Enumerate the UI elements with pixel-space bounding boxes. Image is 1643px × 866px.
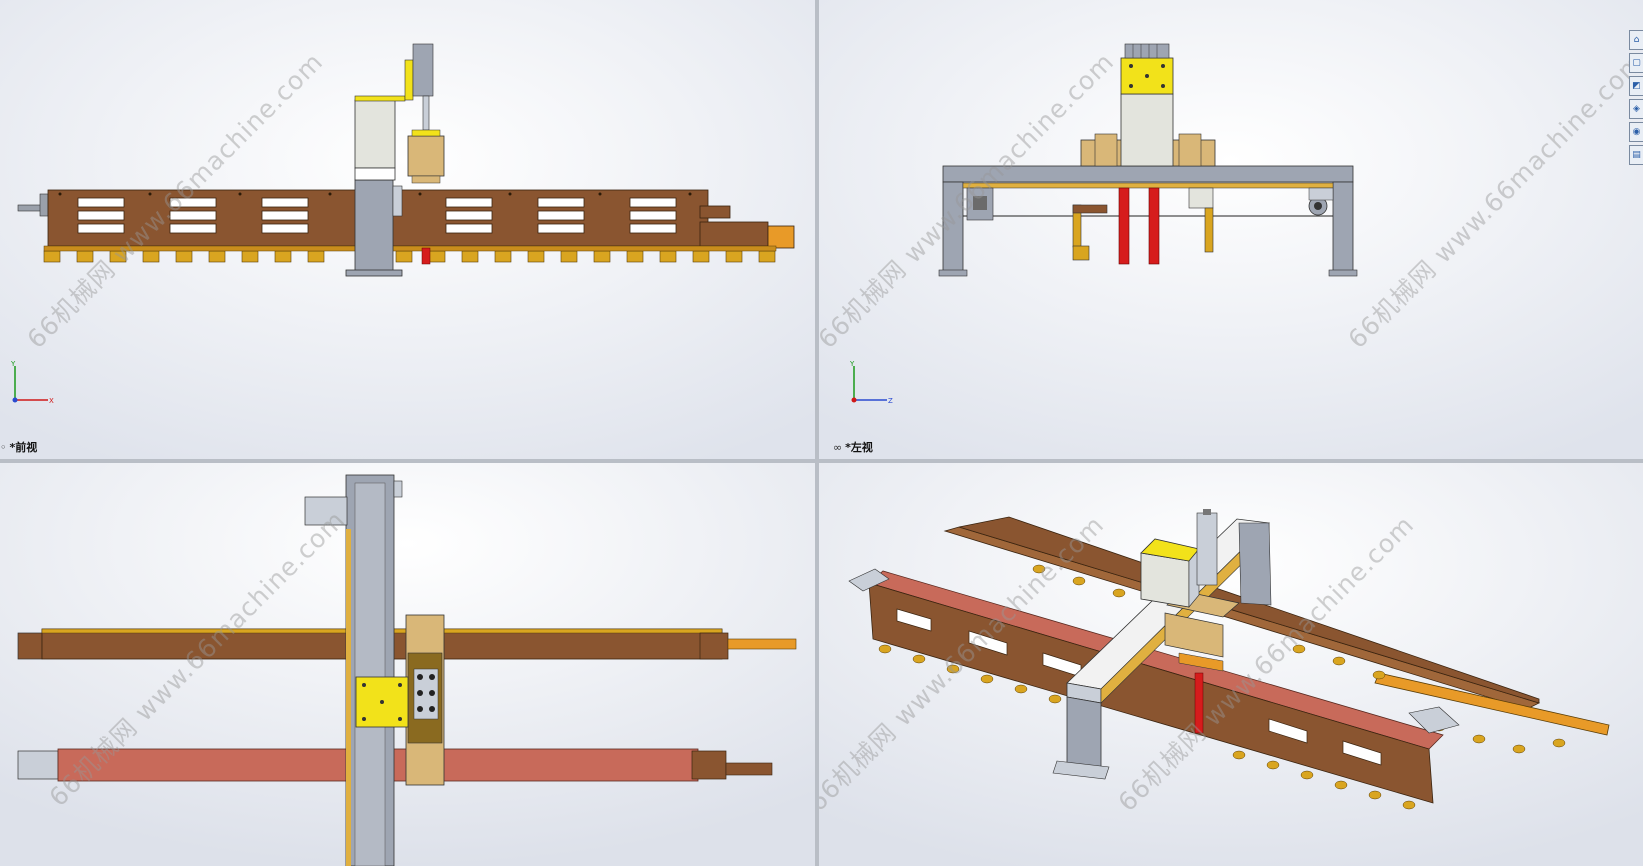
axis-label-y: Y bbox=[10, 360, 16, 368]
left-view-model bbox=[819, 0, 1643, 459]
front-view-model bbox=[0, 0, 815, 459]
scene-icon[interactable]: ◉ bbox=[1629, 122, 1643, 142]
display-pane-icon[interactable]: ▤ bbox=[1629, 145, 1643, 165]
viewport-divider-vertical[interactable] bbox=[815, 0, 819, 866]
axis-triad: Y X bbox=[10, 360, 54, 405]
axis-label-z: Z bbox=[888, 397, 893, 405]
link-display-icon: ∞ bbox=[833, 441, 843, 454]
viewport-isometric[interactable]: 66机械网 www.66machine.com 66机械网 www.66mach… bbox=[819, 463, 1643, 866]
view-label-text: *左视 bbox=[845, 441, 873, 454]
axis-label-y: Y bbox=[849, 360, 855, 368]
axis-label-x: X bbox=[49, 397, 54, 405]
viewport-top[interactable]: 66机械网 www.66machine.com bbox=[0, 463, 815, 866]
view-cube-icon[interactable]: ▢ bbox=[1629, 53, 1643, 73]
view-label: ∞*左视 bbox=[833, 439, 873, 455]
isometric-view-model bbox=[819, 463, 1643, 866]
view-label-text: *前视 bbox=[9, 441, 38, 454]
home-view-icon[interactable]: ⌂ bbox=[1629, 30, 1643, 50]
section-view-icon[interactable]: ◩ bbox=[1629, 76, 1643, 96]
viewport-front[interactable]: 66机械网 www.66machine.com Y X ◦*前视 bbox=[0, 0, 815, 459]
view-orientation-icon: ◦ bbox=[0, 441, 7, 454]
top-view-model bbox=[0, 463, 815, 866]
heads-up-toolbar: ⌂ ▢ ◩ ◈ ◉ ▤ bbox=[1629, 30, 1643, 168]
viewport-left[interactable]: 66机械网 www.66machine.com 66机械网 www.66mach… bbox=[819, 0, 1643, 459]
axis-triad: Y Z bbox=[849, 360, 893, 405]
appearance-icon[interactable]: ◈ bbox=[1629, 99, 1643, 119]
viewport-divider-horizontal[interactable] bbox=[0, 459, 1643, 463]
view-label: ◦*前视 bbox=[0, 439, 37, 455]
